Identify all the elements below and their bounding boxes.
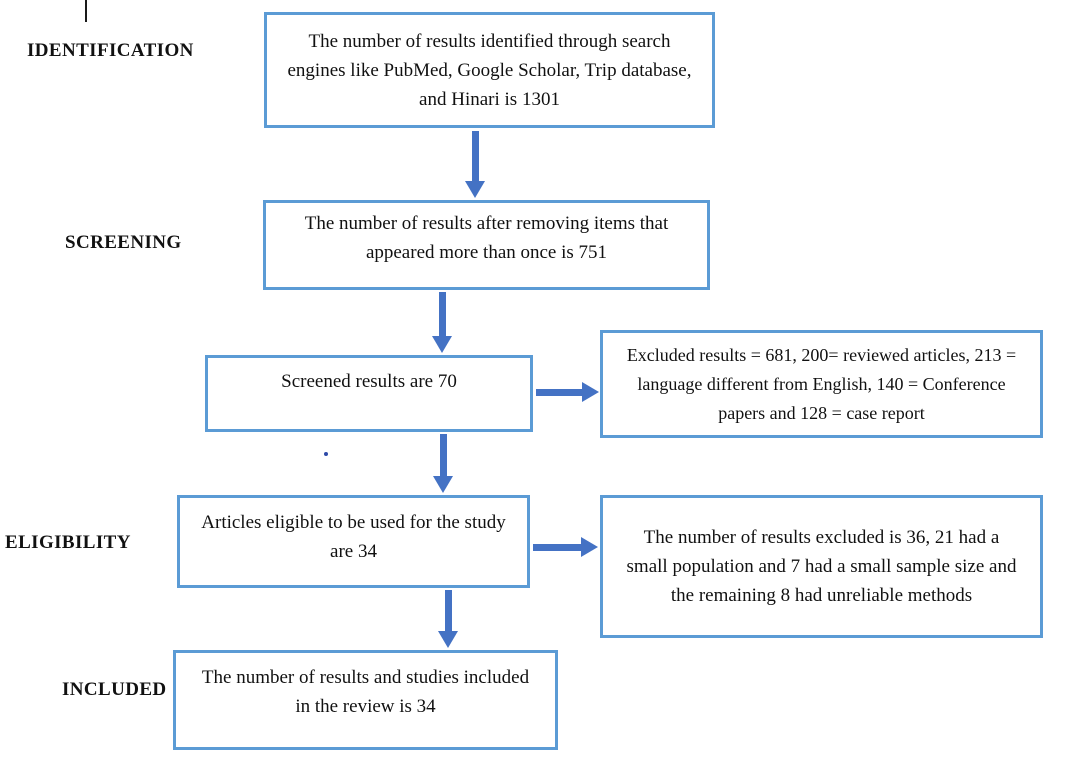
arrow-down-screened-to-eligible xyxy=(433,434,453,493)
arrow-shaft xyxy=(533,543,581,551)
flow-box-screened-text: Screened results are 70 xyxy=(281,371,457,392)
arrow-head-down-icon xyxy=(465,181,485,198)
arrow-down-eligible-to-included xyxy=(438,590,458,648)
arrow-down-identified-to-deduplicated xyxy=(465,131,485,198)
flow-box-identified-text: The number of results identified through… xyxy=(287,30,692,110)
arrow-head-down-icon xyxy=(432,336,452,353)
stage-label-screening: SCREENING xyxy=(65,232,182,253)
arrow-shaft xyxy=(471,131,479,181)
arrow-shaft xyxy=(444,590,452,631)
flow-box-included-text: The number of results and studies includ… xyxy=(201,667,530,717)
arrow-head-right-icon xyxy=(581,537,598,557)
stage-label-identification: IDENTIFICATION xyxy=(27,40,194,61)
flow-box-eligible-text: Articles eligible to be used for the stu… xyxy=(201,512,506,562)
stage-label-eligibility: ELIGIBILITY xyxy=(5,532,131,553)
arrow-right-eligible-to-excluded xyxy=(533,537,598,557)
flow-box-excluded-screening: Excluded results = 681, 200= reviewed ar… xyxy=(600,330,1043,438)
stray-dot-mark xyxy=(324,452,328,456)
arrow-shaft xyxy=(438,292,446,336)
arrow-down-deduplicated-to-screened xyxy=(432,292,452,353)
arrow-head-down-icon xyxy=(438,631,458,648)
flow-box-screened: Screened results are 70 xyxy=(205,355,533,432)
arrow-head-right-icon xyxy=(582,382,599,402)
flow-box-excluded-screening-text: Excluded results = 681, 200= reviewed ar… xyxy=(626,344,1017,423)
arrow-right-screened-to-excluded xyxy=(536,382,599,402)
flow-box-deduplicated-text: The number of results after removing ite… xyxy=(304,213,669,263)
flow-box-deduplicated: The number of results after removing ite… xyxy=(263,200,710,290)
flow-box-excluded-eligibility-text: The number of results excluded is 36, 21… xyxy=(626,527,1017,606)
flow-box-eligible: Articles eligible to be used for the stu… xyxy=(177,495,530,588)
flow-box-included: The number of results and studies includ… xyxy=(173,650,558,750)
arrow-shaft xyxy=(439,434,447,476)
stage-label-included: INCLUDED xyxy=(62,679,167,700)
cursor-line-mark xyxy=(85,0,87,22)
arrow-head-down-icon xyxy=(433,476,453,493)
arrow-shaft xyxy=(536,388,582,396)
flow-box-identified: The number of results identified through… xyxy=(264,12,715,128)
flow-box-excluded-eligibility: The number of results excluded is 36, 21… xyxy=(600,495,1043,638)
